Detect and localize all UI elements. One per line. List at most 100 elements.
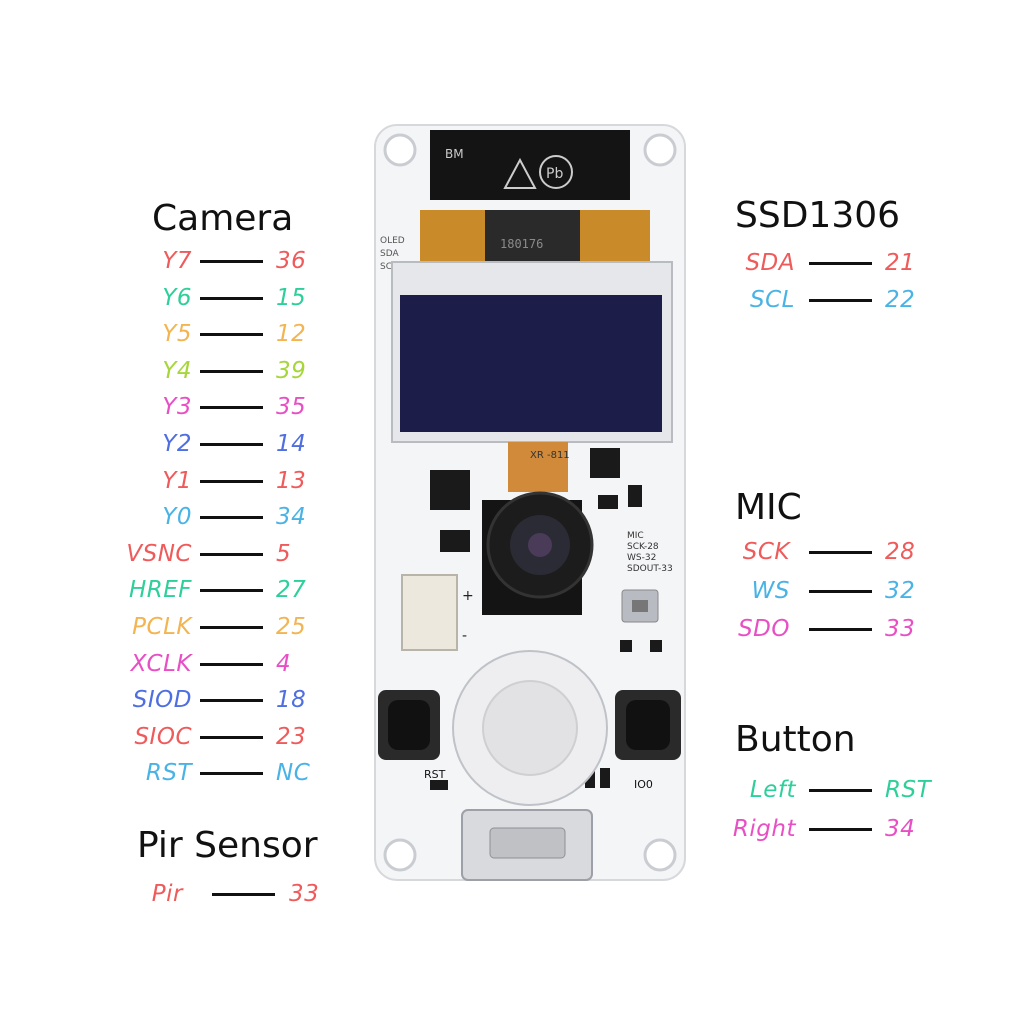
pin-connector-line [200,443,263,446]
pin-number: 18 [276,687,307,714]
pin-name: Y6 [162,284,192,311]
pin-connector-line [200,735,263,739]
pin-number: NC [276,760,311,787]
pin-name: SDO [738,616,790,642]
camera-pin-row: Y4 39 [0,356,1020,386]
pin-number: 15 [276,284,307,311]
pin-name: Y3 [162,394,192,421]
pin-connector-line [809,789,872,792]
pin-number: 39 [276,357,307,384]
pin-connector-line [200,296,263,300]
pin-number: 22 [885,287,916,313]
pin-name: Y7 [162,248,192,274]
battery-minus: - [462,628,467,644]
pin-connector-line [200,589,263,593]
pin-number: 4 [276,650,292,677]
flex-code: 180176 [500,237,543,251]
oled-silk-3: SCL [380,262,397,272]
camera-pin-row: Y3 35 [0,392,1020,422]
ssd1306-header: SSD1306 [735,195,901,236]
pin-name: Y5 [162,321,192,348]
button-header: Button [735,719,856,760]
camera-pin-row: XCLK 4 [0,649,1020,679]
pin-number: 25 [276,614,307,640]
pin-connector-line [200,699,263,703]
oled-silk-2: SDA [380,249,399,259]
mic-silk-1: MIC [627,531,644,541]
mic-silk-2: SCK-28 [627,542,659,552]
pin-number: 35 [276,394,307,421]
pin-number: 12 [276,321,307,348]
camera-pin-row: HREF 27 [0,575,1020,605]
pin-number: 27 [276,577,307,604]
mounting-holes [383,133,677,872]
camera-pin-row: SIOD 18 [0,685,1020,715]
pin-connector-line [200,772,263,776]
esd-warning-icon [503,157,537,189]
pin-name: Y2 [162,431,192,457]
pin-number: 34 [885,816,916,842]
pin-connector-line [200,516,263,520]
pin-name: SDA [745,250,795,276]
camera-header: Camera [152,198,294,239]
pb-mark: Pb [546,166,563,182]
pin-number: 33 [289,881,320,907]
mic-pin-row: SDO 33 [0,614,1020,644]
pin-number: RST [885,777,932,803]
pin-name: SIOD [132,687,192,714]
pin-number: 36 [276,248,307,274]
mic-silk-3: WS-32 [627,553,656,563]
pin-connector-line [200,333,263,337]
pin-number: 5 [276,540,292,567]
pin-name: Y4 [162,357,192,384]
pin-connector-line [809,828,872,831]
rst-silk: RST [424,768,446,781]
camera-pin-row: Y5 12 [0,319,1020,349]
oled-display [400,295,662,432]
pin-number: 34 [276,504,307,531]
pin-name: Left [749,777,796,803]
pin-connector-line [200,260,263,263]
pin-number: 13 [276,467,307,494]
io0-silk: IO0 [634,778,653,791]
pin-connector-line [212,893,275,896]
pin-name: Right [732,816,796,842]
pin-name: HREF [128,577,192,604]
pin-name: SCL [750,287,795,313]
pin-name: XCLK [130,650,192,677]
screen-top-cap [430,130,630,200]
pin-number: 21 [885,250,916,276]
pin-connector-line [200,479,263,483]
pir-sensor-icon [482,680,578,776]
cam-flex-code: XR -811 [530,450,570,461]
pir-pin-row: Pir 33 [0,879,1020,909]
pb-free-icon [539,155,573,189]
pin-number: 33 [885,616,916,642]
screen-label: BM [445,147,464,161]
pin-connector-line [809,551,872,554]
battery-connector [401,574,458,651]
smd-components [430,448,662,790]
pin-name: WS [751,577,790,604]
pir-header: Pir Sensor [137,825,318,866]
battery-plus: + [462,588,474,604]
pin-connector-line [200,552,263,556]
pin-connector-line [200,369,263,373]
pin-name: PCLK [132,614,192,640]
mic-silk-4: SDOUT-33 [627,564,673,574]
pin-connector-line [809,589,872,593]
pin-connector-line [809,628,872,631]
camera-pin-row: Y7 36 [0,246,1020,276]
pin-connector-line [809,299,872,302]
camera-flex [508,442,568,492]
pin-number: 14 [276,431,307,457]
pin-name: Pir [151,881,183,907]
camera-pin-row: Y2 14 [0,429,1020,459]
ssd1306-pin-row: SDA 21 [0,248,1020,278]
